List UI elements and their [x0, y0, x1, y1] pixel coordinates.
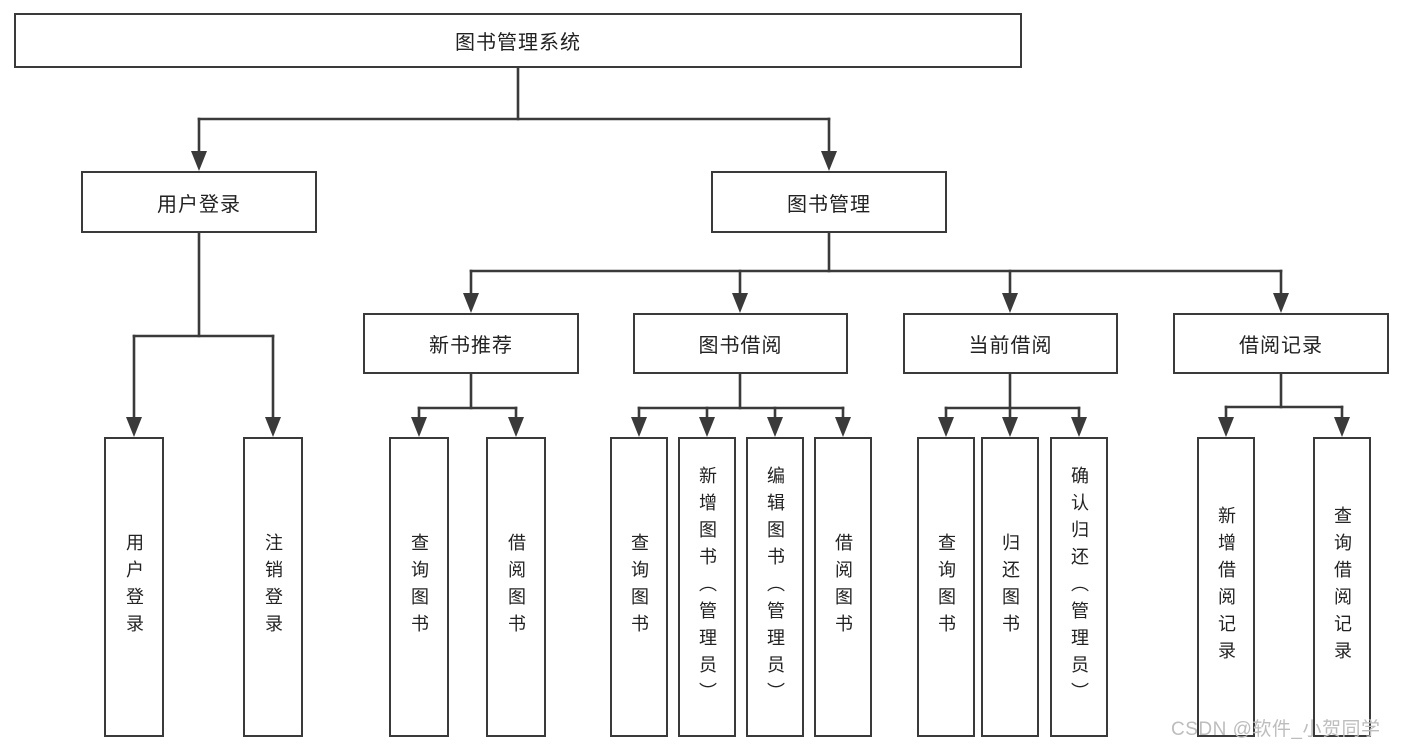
node-system-root: 图书管理系统: [14, 13, 1022, 68]
leaf-edit-books-admin: 编辑图书（管理员）: [746, 437, 804, 737]
node-label: 查询图书: [629, 533, 649, 641]
node-current-borrowing: 当前借阅: [903, 313, 1118, 374]
csdn-watermark: CSDN @软件_小贺同学: [1171, 719, 1381, 740]
leaf-borrow-books: 借阅图书: [814, 437, 872, 737]
node-label: 新书推荐: [429, 335, 513, 357]
node-label: 归还图书: [1000, 533, 1020, 641]
leaf-logout: 注销登录: [243, 437, 303, 737]
node-borrowing-records: 借阅记录: [1173, 313, 1389, 374]
node-label: 新增图书（管理员）: [697, 465, 717, 709]
leaf-return-books: 归还图书: [981, 437, 1039, 737]
node-label: 当前借阅: [968, 335, 1053, 357]
leaf-recommend-query-books: 查询图书: [389, 437, 449, 737]
leaf-query-borrow-record: 查询借阅记录: [1313, 437, 1371, 737]
node-book-borrowing: 图书借阅: [633, 313, 848, 374]
node-new-book-recommend: 新书推荐: [363, 313, 579, 374]
leaf-recommend-borrow-books: 借阅图书: [486, 437, 546, 737]
node-label: 编辑图书（管理员）: [765, 465, 785, 709]
node-label: 注销登录: [263, 533, 283, 641]
node-label: 查询借阅记录: [1332, 506, 1352, 668]
node-label: 图书借阅: [698, 335, 783, 357]
node-label: 图书管理系统: [455, 32, 581, 54]
node-label: 借阅记录: [1239, 335, 1323, 357]
leaf-current-query-books: 查询图书: [917, 437, 975, 737]
node-label: 用户登录: [124, 533, 144, 641]
node-label: 查询图书: [409, 533, 429, 641]
node-label: 借阅图书: [506, 533, 526, 641]
leaf-confirm-return-admin: 确认归还（管理员）: [1050, 437, 1108, 737]
node-label: 查询图书: [936, 533, 956, 641]
leaf-borrow-query-books: 查询图书: [610, 437, 668, 737]
node-label: 借阅图书: [833, 533, 853, 641]
node-label: 图书管理: [787, 193, 871, 216]
node-label: 新增借阅记录: [1216, 506, 1236, 668]
node-label: 用户登录: [157, 193, 241, 216]
leaf-add-books-admin: 新增图书（管理员）: [678, 437, 736, 737]
leaf-user-login: 用户登录: [104, 437, 164, 737]
node-user-login: 用户登录: [81, 171, 317, 233]
arrowheads: [126, 151, 1350, 437]
leaf-add-borrow-record: 新增借阅记录: [1197, 437, 1255, 737]
node-book-management: 图书管理: [711, 171, 947, 233]
node-label: 确认归还（管理员）: [1069, 465, 1089, 709]
